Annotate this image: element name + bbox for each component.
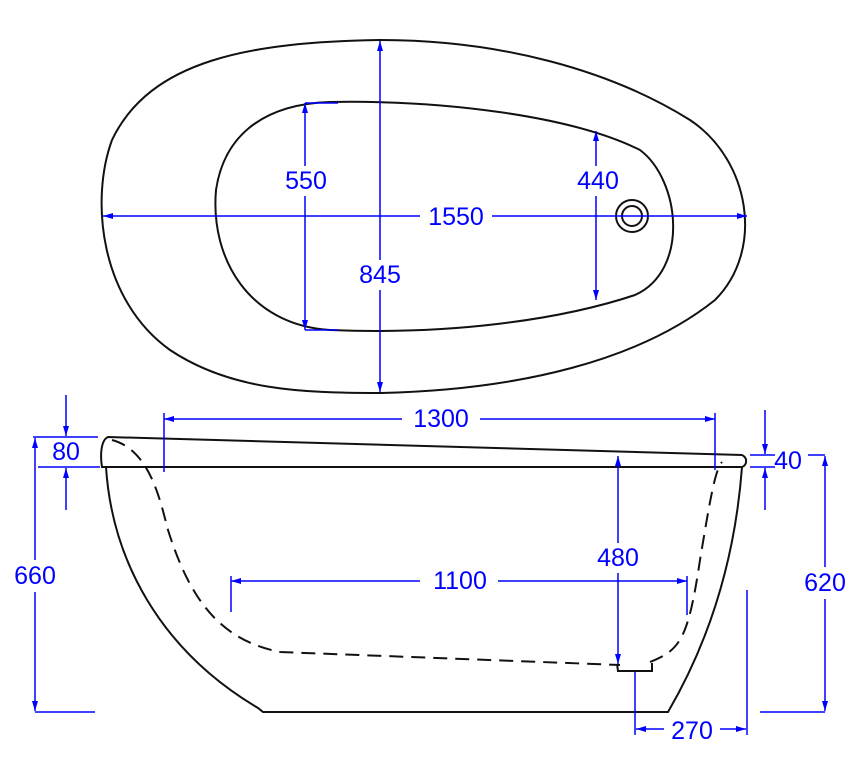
top-view: 1550 845 550 440: [100, 38, 747, 395]
dim-ext-floor: [230, 576, 688, 615]
label-floor: 1100: [433, 567, 487, 595]
label-length: 1550: [428, 203, 484, 231]
label-drain: 270: [671, 717, 713, 745]
rim-outline: [100, 435, 748, 468]
label-inner-head: 550: [285, 167, 327, 195]
inner-basin-dashed: [111, 439, 723, 666]
label-rim-foot: 40: [774, 447, 802, 475]
body-outline: [105, 466, 743, 713]
label-inner-foot: 440: [577, 167, 619, 195]
drain-outlet: [616, 663, 653, 672]
outer-rim-outline: [100, 38, 746, 395]
label-depth: 480: [597, 544, 639, 572]
label-rim-head: 80: [52, 438, 80, 466]
side-view: 1300 80 660 40 620 480 1100 270: [5, 395, 855, 745]
dim-ext-left: [33, 436, 100, 713]
dim-ext-right: [750, 454, 825, 713]
label-total-head: 660: [14, 562, 56, 590]
label-total-foot: 620: [804, 569, 846, 597]
dim-ext-inner-head: [305, 102, 338, 331]
inner-basin-outline: [214, 100, 675, 332]
label-width: 845: [359, 261, 401, 289]
dim-ext-drain: [634, 590, 748, 735]
dim-ext-rim-length: [163, 413, 716, 472]
label-rim-length: 1300: [413, 405, 469, 433]
